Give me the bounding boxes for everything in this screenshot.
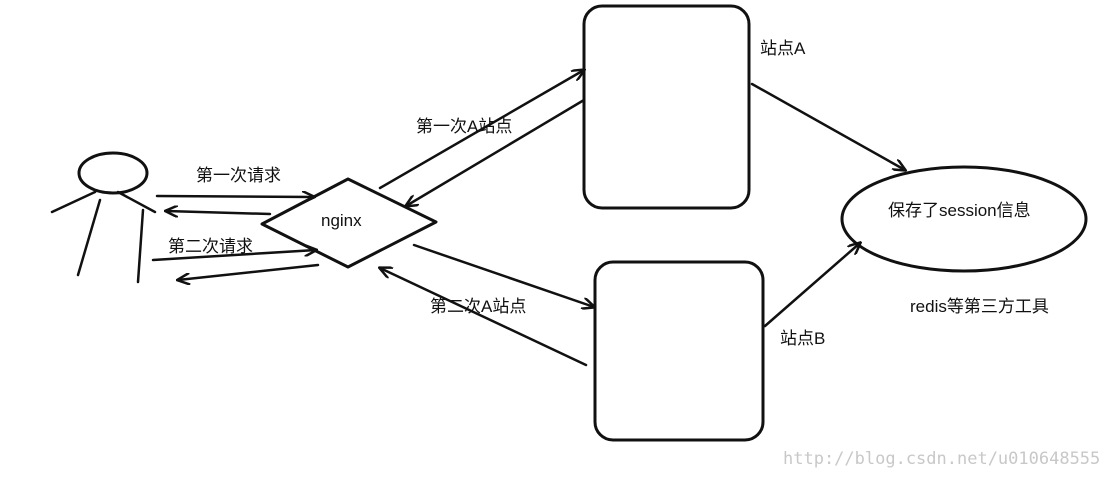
user-right-arm — [116, 190, 157, 214]
user-left-arm — [50, 190, 97, 214]
edge-second-request-label: 第二次请求 — [168, 237, 253, 256]
edge-site-b-to-session — [763, 243, 860, 328]
edge-first-response — [166, 211, 272, 214]
user-right-leg — [136, 208, 145, 284]
edge-site-a-to-session — [750, 82, 905, 170]
user-left-leg — [76, 198, 102, 277]
edge-nginx-to-site-a — [378, 70, 584, 190]
session-store-label: 保存了session信息 — [888, 201, 1031, 220]
edge-first-to-a-label: 第一次A站点 — [416, 117, 512, 136]
edge-second-to-a-label: 第二次A站点 — [430, 297, 526, 316]
edge-first-request-label: 第一次请求 — [196, 166, 281, 185]
site-a-node — [582, 4, 751, 210]
edge-second-response — [178, 263, 320, 280]
nginx-label: nginx — [321, 211, 362, 230]
user-head — [77, 151, 149, 195]
session-store-node — [840, 165, 1088, 273]
edge-site-b-to-nginx — [380, 268, 588, 367]
edge-second-request — [151, 250, 316, 262]
site-b-node — [593, 260, 765, 442]
site-b-label: 站点B — [780, 329, 825, 348]
watermark: http://blog.csdn.net/u010648555 — [783, 449, 1100, 469]
site-a-label: 站点A — [760, 39, 806, 58]
user-figure — [50, 151, 157, 284]
edge-nginx-to-site-b — [412, 243, 594, 307]
redis-note: redis等第三方工具 — [910, 297, 1049, 316]
edge-first-request — [155, 196, 314, 197]
nginx-node — [260, 177, 438, 269]
edge-site-a-to-nginx — [406, 98, 586, 206]
